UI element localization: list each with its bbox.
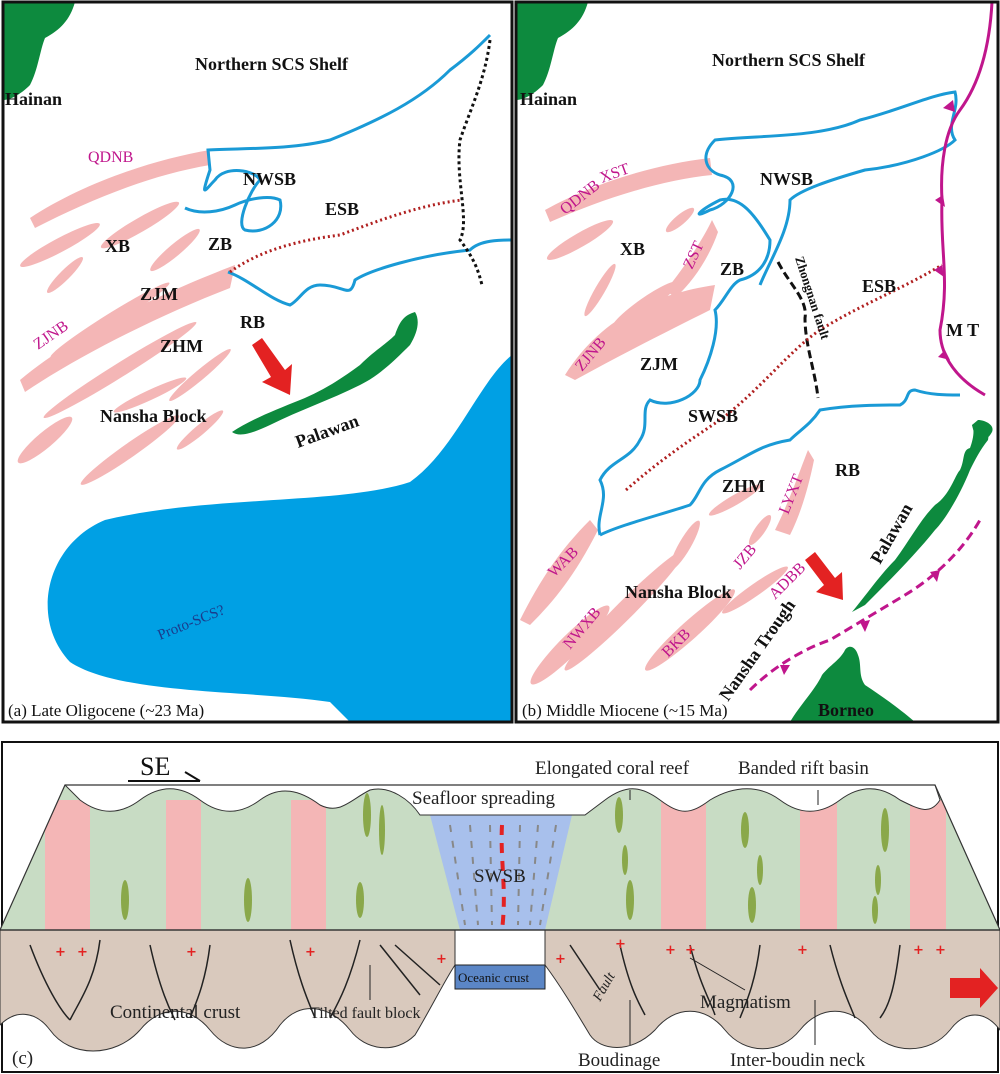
- jzb-label: JZB: [730, 541, 760, 572]
- boudinage-label: Boudinage: [578, 1050, 660, 1071]
- continental-crust-left: [0, 929, 456, 1052]
- shelf-label: Northern SCS Shelf: [195, 54, 349, 74]
- svg-text:+: +: [615, 937, 626, 952]
- qdnb-label: QDNB: [88, 149, 133, 166]
- shelf-label: Northern SCS Shelf: [712, 50, 866, 70]
- extension-arrow: [950, 968, 998, 1008]
- magmatism-markers: + + + + + + + + + + + +: [55, 937, 946, 967]
- esb-label: ESB: [325, 199, 359, 219]
- esb-axis-dotted: [625, 263, 943, 492]
- hainan-label: Hainan: [5, 89, 62, 109]
- esb-axis-dotted: [229, 198, 463, 274]
- svg-text:+: +: [935, 943, 946, 958]
- swsb-label: SWSB: [474, 866, 526, 887]
- nwsb-label: NWSB: [243, 169, 296, 189]
- zjm-label: ZJM: [640, 354, 678, 374]
- borneo: [790, 646, 915, 722]
- eastern-boundary-dashed: [457, 39, 492, 286]
- panel-b-middle-miocene-map: [516, 2, 994, 722]
- palawan-label: Palawan: [293, 410, 362, 451]
- svg-text:+: +: [685, 943, 696, 958]
- rift-basins: [17, 150, 235, 485]
- panel-b-frame: [514, 0, 1000, 724]
- se-direction-arrow: [128, 771, 201, 782]
- rift-basin-label: Banded rift basin: [738, 758, 869, 779]
- svg-text:+: +: [305, 945, 316, 960]
- rift-basins: [520, 158, 814, 685]
- spreading-ridge: [499, 824, 506, 930]
- coral-reefs: [121, 793, 889, 924]
- zhongnan-fault: [776, 261, 820, 399]
- spreading-fabric: [449, 824, 557, 926]
- proto-scs-ocean: [47, 355, 512, 722]
- borneo-label: Borneo: [818, 700, 874, 720]
- svg-text:+: +: [77, 945, 88, 960]
- panel-c-block-diagram: + + + + + + + + + + + +: [0, 741, 1000, 1073]
- panel-a-frame: [1, 0, 514, 724]
- direction-label: SE: [140, 752, 170, 781]
- xb-label: XB: [105, 236, 130, 256]
- palawan-north-islet: [972, 420, 993, 440]
- banded-rift-basins: [45, 800, 946, 930]
- coral-reef-label: Elongated coral reef: [535, 758, 690, 779]
- nansha-block-label: Nansha Block: [100, 406, 207, 426]
- motion-arrow: [252, 338, 292, 395]
- swsb-label: SWSB: [688, 406, 738, 426]
- hainan-island: [3, 2, 75, 100]
- zhongnan-fault-label: Zhongnan fault: [792, 254, 833, 341]
- panel-a-late-oligocene-map: [3, 2, 512, 722]
- seafloor-spreading-label: Seafloor spreading: [412, 788, 555, 809]
- faults: [29, 939, 901, 1021]
- svg-text:+: +: [913, 943, 924, 958]
- svg-text:+: +: [797, 943, 808, 958]
- continental-crust-label: Continental crust: [110, 1002, 241, 1023]
- panel-a-caption: (a) Late Oligocene (~23 Ma): [8, 701, 204, 720]
- hainan-label: Hainan: [520, 89, 577, 109]
- rb-label: RB: [835, 460, 860, 480]
- trench-teeth: [934, 100, 955, 360]
- tilted-fault-block-label: Tilted fault block: [310, 1005, 421, 1022]
- panel-c-caption: (c): [12, 1048, 33, 1069]
- sea-surface: [63, 785, 941, 816]
- svg-text:+: +: [186, 945, 197, 960]
- svg-text:+: +: [665, 943, 676, 958]
- palawan-island: [852, 423, 989, 612]
- inter-boudin-neck-label: Inter-boudin neck: [730, 1050, 866, 1071]
- nwsb-label: NWSB: [760, 169, 813, 189]
- hainan-island: [516, 2, 588, 100]
- svg-text:+: +: [436, 952, 447, 967]
- panel-b-caption: (b) Middle Miocene (~15 Ma): [522, 701, 728, 720]
- zb-label: ZB: [208, 234, 232, 254]
- oceanic-crust: [454, 964, 546, 990]
- shelf-break-line: [597, 90, 961, 537]
- zb-label: ZB: [720, 259, 744, 279]
- mt-label: M T: [946, 320, 979, 340]
- svg-text:+: +: [55, 945, 66, 960]
- esb-label: ESB: [862, 276, 896, 296]
- continental-crust-right: [544, 929, 1000, 1050]
- oceanic-crust-label: Oceanic crust: [458, 970, 529, 985]
- zjm-label: ZJM: [140, 284, 178, 304]
- nansha-trough: [748, 519, 982, 692]
- motion-arrow: [805, 552, 843, 600]
- zhm-label: ZHM: [722, 476, 765, 496]
- palawan-island: [232, 312, 418, 435]
- magmatism-label: Magmatism: [700, 992, 791, 1013]
- shelf-break-line: [184, 33, 512, 307]
- nansha-block-label: Nansha Block: [625, 582, 732, 602]
- svg-text:+: +: [555, 952, 566, 967]
- leader-lines: [369, 790, 819, 1045]
- zhm-label: ZHM: [160, 336, 203, 356]
- rb-label: RB: [240, 312, 265, 332]
- xb-label: XB: [620, 239, 645, 259]
- trough-teeth: [780, 570, 940, 675]
